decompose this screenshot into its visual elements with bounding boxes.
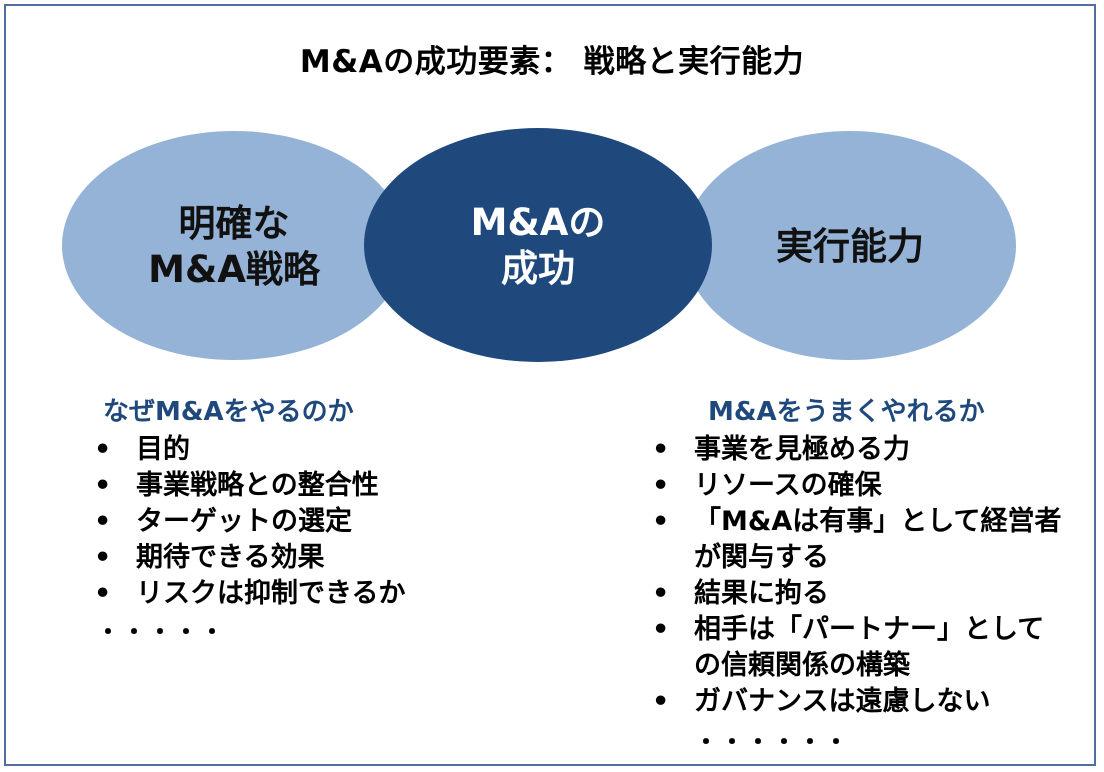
- list-item: • 結果に拘る: [652, 576, 1072, 612]
- list-item-text: リソースの確保: [694, 470, 882, 501]
- bullet-icon: •: [94, 578, 112, 609]
- list-item: • 期待できる効果: [94, 540, 494, 576]
- success-circle-label: M&Aの 成功: [470, 201, 606, 290]
- bullet-icon: •: [652, 506, 670, 537]
- right-bullet-list: • 事業を見極める力 • リソースの確保 • 「M&Aは有事」として経営者 が関…: [652, 432, 1072, 720]
- list-item: • 事業戦略との整合性: [94, 468, 494, 504]
- diagram-frame: [4, 4, 1096, 766]
- list-item-text: 目的: [136, 434, 190, 465]
- bullet-icon: •: [652, 578, 670, 609]
- list-item: • ターゲットの選定: [94, 504, 494, 540]
- right-continuation-dots: ・・・・・・: [694, 728, 850, 756]
- list-item: • 目的: [94, 432, 494, 468]
- bullet-icon: •: [652, 434, 670, 465]
- bullet-icon: •: [94, 470, 112, 501]
- success-circle: M&Aの 成功: [364, 128, 712, 362]
- list-item-text: リスクは抑制できるか: [136, 578, 406, 609]
- strategy-circle: 明確な M&A戦略: [62, 131, 406, 360]
- list-item: • リソースの確保: [652, 468, 1072, 504]
- list-item-text: ターゲットの選定: [136, 506, 352, 537]
- bullet-icon: •: [94, 542, 112, 573]
- bullet-icon: •: [652, 470, 670, 501]
- bullet-icon: •: [94, 434, 112, 465]
- list-item: • 事業を見極める力: [652, 432, 1072, 468]
- list-item: • リスクは抑制できるか: [94, 576, 494, 612]
- list-item-text: 事業戦略との整合性: [136, 470, 379, 501]
- list-item-text: ガバナンスは遠慮しない: [694, 686, 991, 717]
- left-bullet-list: • 目的 • 事業戦略との整合性 • ターゲットの選定 • 期待できる効果 • …: [94, 432, 494, 612]
- bullet-icon: •: [94, 506, 112, 537]
- list-item: • 「M&Aは有事」として経営者 が関与する: [652, 504, 1072, 576]
- right-column-heading: M&Aをうまくやれるか: [708, 397, 985, 427]
- list-item-text: 結果に拘る: [694, 578, 829, 609]
- left-column-heading: なぜM&Aをやるのか: [103, 397, 354, 427]
- list-item-text: 「M&Aは有事」として経営者 が関与する: [694, 506, 1062, 573]
- list-item-text: 相手は「パートナー」として の信頼関係の構築: [694, 614, 1045, 681]
- list-item-text: 期待できる効果: [136, 542, 325, 573]
- bullet-icon: •: [652, 614, 670, 645]
- left-continuation-dots: ・・・・・: [96, 618, 226, 646]
- bullet-icon: •: [652, 686, 670, 717]
- execution-circle-label: 実行能力: [776, 224, 924, 268]
- list-item: • ガバナンスは遠慮しない: [652, 684, 1072, 720]
- diagram-title: M&Aの成功要素： 戦略と実行能力: [299, 44, 805, 80]
- execution-circle: 実行能力: [684, 131, 1016, 360]
- list-item-text: 事業を見極める力: [694, 434, 910, 465]
- list-item: • 相手は「パートナー」として の信頼関係の構築: [652, 612, 1072, 684]
- strategy-circle-label: 明確な M&A戦略: [148, 201, 320, 291]
